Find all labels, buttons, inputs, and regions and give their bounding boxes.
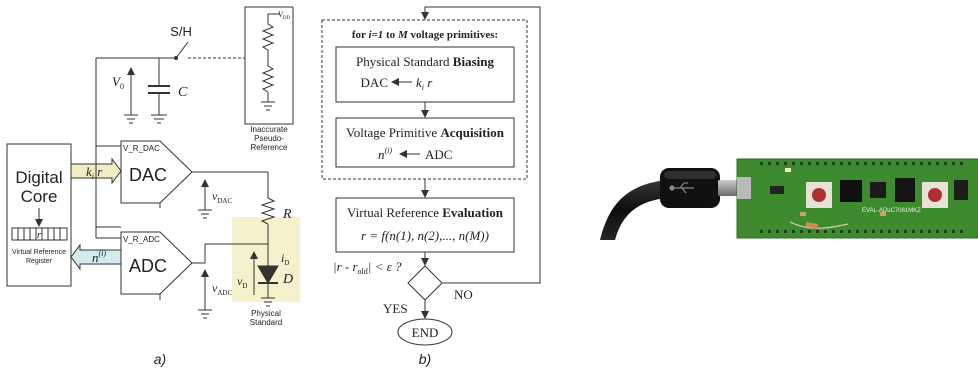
board-chip-1 [840,180,862,202]
panel-a-labels: Digital Core r Virtual Reference Registe… [12,10,293,367]
biasing-box [335,46,515,103]
register-label-1: Virtual Reference [12,249,66,256]
loop-header: for i=1 to M voltage primitives: [352,29,498,41]
acquisition-adc: ADC [425,147,452,162]
board-chip-2 [870,182,886,198]
board-photo: EVAL-ADuC7061MKZ [600,158,978,240]
physical-standard-line2: Standard [250,318,282,327]
board-silkscreen: EVAL-ADuC7061MKZ [862,208,921,214]
physical-standard-line1: Physical [251,309,281,318]
biasing-kr: ki r [416,75,433,92]
resistor-label: R [282,207,292,222]
dac-name: DAC [129,165,167,185]
digital-core-title-2: Core [21,187,58,206]
board-chip-3 [895,178,915,202]
no-label: NO [454,287,473,302]
register-label-2: Register [26,258,53,265]
panel-b-flowchart [321,6,541,346]
physical-standard-highlight [232,217,300,302]
panel-b-caption: b) [419,351,431,367]
panel-b-labels: for i=1 to M voltage primitives: Physica… [333,29,505,367]
end-label: END [412,325,439,340]
yes-label: YES [383,301,408,316]
board-diode-wire [789,221,849,229]
adc-ref-label: V_R_ADC [123,235,160,244]
biasing-title: Physical Standard Biasing [356,54,494,69]
vd-label: vD [237,274,247,290]
acquisition-n: n(i) [378,146,392,162]
vdac-label: vDAC [212,189,232,205]
sh-label: S/H [170,24,192,39]
cap-label: C [178,85,188,100]
condition-diamond [407,265,443,301]
acquisition-box [335,117,515,168]
n-out-label: n(i) [92,249,106,265]
pseudo-ref-line3: Reference [251,143,288,152]
digital-core-title-1: Digital [15,168,62,187]
register-symbol: r [37,229,42,241]
vadc-label: vADC [212,281,232,297]
biasing-dac: DAC [361,75,388,90]
acquisition-title: Voltage Primitive Acquisition [346,125,505,140]
n-arrow [70,243,122,271]
dac-block [120,140,193,204]
diode-label: D [282,272,293,287]
pseudo-ref-line1: Inaccurate [250,125,288,134]
pseudo-ref-line2: Pseudo- [254,134,284,143]
id-label: iD [281,251,289,267]
adc-name: ADC [129,256,167,276]
condition-text: |r - rold| < ε ? [333,259,402,276]
evaluation-equation: r = f(n(1), n(2),..., n(M)) [361,228,489,243]
panel-a-caption: a) [154,351,166,367]
dac-ref-label: V_R_DAC [123,144,160,153]
kr-label: ki r [86,164,103,181]
pseudo-reference-box [244,6,294,125]
end-terminal [397,318,453,346]
v0-label: V0 [112,74,124,91]
vdd-label: VDD [278,10,291,21]
usb-connector [718,180,742,196]
adc-block [120,231,193,295]
virtual-reference-register [11,227,68,241]
panel-a-circuit [6,6,300,319]
usb-symbol-icon [669,182,694,194]
evaluation-title: Virtual Reference Evaluation [347,205,504,220]
